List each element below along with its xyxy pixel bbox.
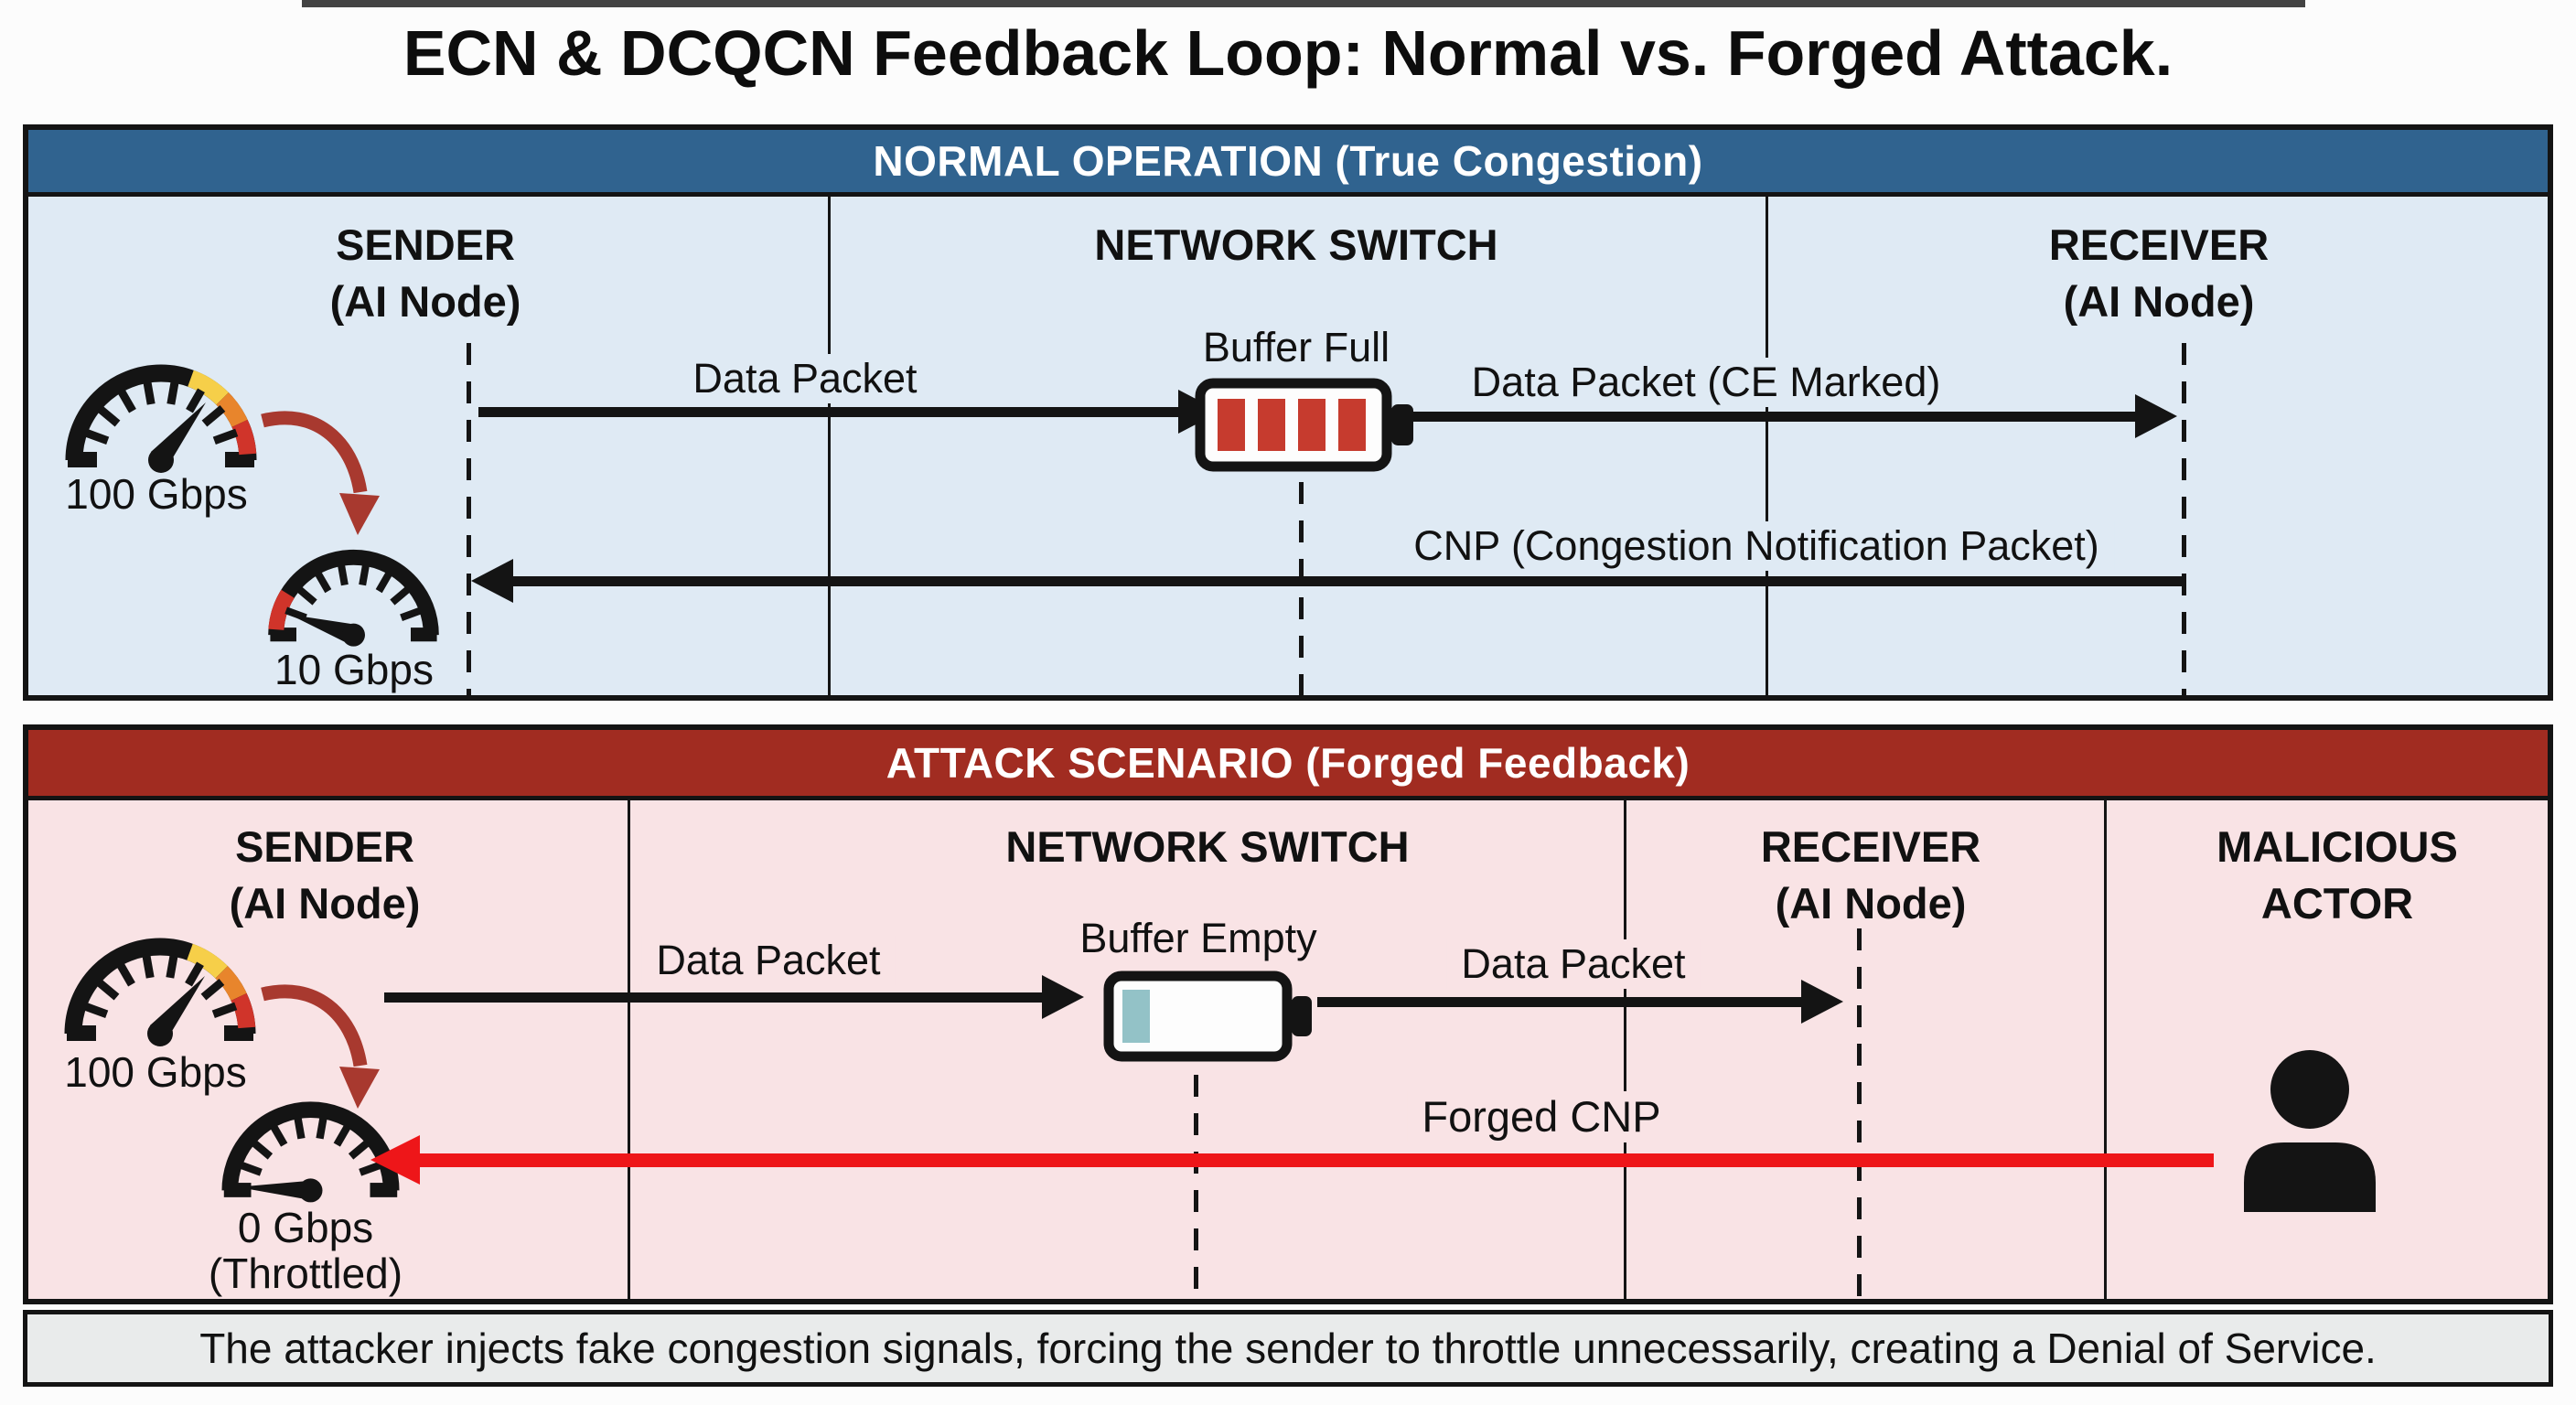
column-header-sender: SENDER (AI Node) [229, 822, 421, 928]
arrowhead-left-icon [370, 1135, 420, 1185]
data-packet-label: Data Packet [678, 354, 932, 403]
sender-rate-low: 10 Gbps [274, 646, 434, 693]
forged-cnp-arrow [370, 1135, 2214, 1185]
forged-cnp-label: Forged CNP [1407, 1091, 1676, 1142]
buffer-empty-battery-icon [1103, 971, 1312, 1062]
column-divider [2104, 800, 2107, 1299]
page-title: ECN & DCQCN Feedback Loop: Normal vs. Fo… [402, 17, 2174, 89]
column-divider [1624, 800, 1626, 1299]
sender-rate-high: 100 Gbps [64, 1048, 247, 1096]
column-header-switch: NETWORK SWITCH [1005, 822, 1410, 871]
normal-panel-header: NORMAL OPERATION (True Congestion) [28, 130, 2548, 197]
switch-lifeline [1299, 482, 1304, 695]
cnp-arrow [471, 559, 2182, 603]
sender-rate-low: 0 Gbps [237, 1204, 374, 1251]
column-header-sender: SENDER (AI Node) [329, 220, 521, 327]
normal-operation-panel: NORMAL OPERATION (True Congestion) SENDE… [23, 124, 2553, 701]
caption-bar: The attacker injects fake congestion sig… [23, 1310, 2553, 1387]
data-packet-label: Data Packet [1446, 939, 1701, 989]
sender-rate-low-note: (Throttled) [208, 1249, 403, 1297]
column-header-malicious-actor: MALICIOUS ACTOR [2216, 822, 2458, 928]
ce-marked-arrow [1413, 394, 2177, 438]
data-packet-label: Data Packet [641, 936, 896, 985]
ce-marked-label: Data Packet (CE Marked) [1456, 358, 1956, 407]
arrowhead-right-icon [1042, 975, 1084, 1019]
buffer-empty-label: Buffer Empty [1065, 914, 1332, 963]
data-packet-arrow [478, 390, 1220, 434]
column-header-receiver: RECEIVER (AI Node) [2048, 220, 2270, 327]
sender-lifeline [467, 343, 471, 695]
buffer-full-battery-icon [1195, 378, 1413, 472]
attack-scenario-panel: ATTACK SCENARIO (Forged Feedback) SENDER… [23, 724, 2553, 1304]
data-packet-arrow [384, 975, 1084, 1019]
speedometer-low-icon [268, 549, 439, 647]
column-header-switch: NETWORK SWITCH [1094, 220, 1498, 269]
throttle-curved-arrow-icon [261, 411, 380, 535]
column-divider [828, 197, 831, 695]
arrowhead-right-icon [1801, 980, 1843, 1024]
arrowhead-right-icon [2135, 394, 2177, 438]
column-divider [1766, 197, 1768, 695]
speedometer-high-icon [64, 938, 256, 1046]
malicious-actor-person-icon [2244, 1050, 2376, 1212]
buffer-full-label: Buffer Full [1187, 323, 1405, 372]
cnp-label: CNP (Congestion Notification Packet) [1399, 521, 2114, 571]
data-packet-arrow [1317, 980, 1843, 1024]
column-header-receiver: RECEIVER (AI Node) [1760, 822, 1981, 928]
receiver-lifeline [2182, 343, 2186, 695]
column-divider [628, 800, 630, 1299]
attack-panel-header: ATTACK SCENARIO (Forged Feedback) [28, 730, 2548, 800]
sender-rate-high: 100 Gbps [65, 470, 248, 518]
throttle-curved-arrow-icon [261, 984, 380, 1109]
caption-text: The attacker injects fake congestion sig… [199, 1325, 2377, 1372]
receiver-lifeline [1857, 928, 1862, 1299]
attack-panel-body: SENDER (AI Node) NETWORK SWITCH RECEIVER… [28, 800, 2548, 1299]
top-edge-bar [302, 0, 2305, 7]
arrowhead-left-icon [471, 559, 513, 603]
normal-panel-body: SENDER (AI Node) NETWORK SWITCH RECEIVER… [28, 197, 2548, 695]
speedometer-high-icon [65, 364, 257, 473]
switch-lifeline [1194, 1075, 1198, 1299]
